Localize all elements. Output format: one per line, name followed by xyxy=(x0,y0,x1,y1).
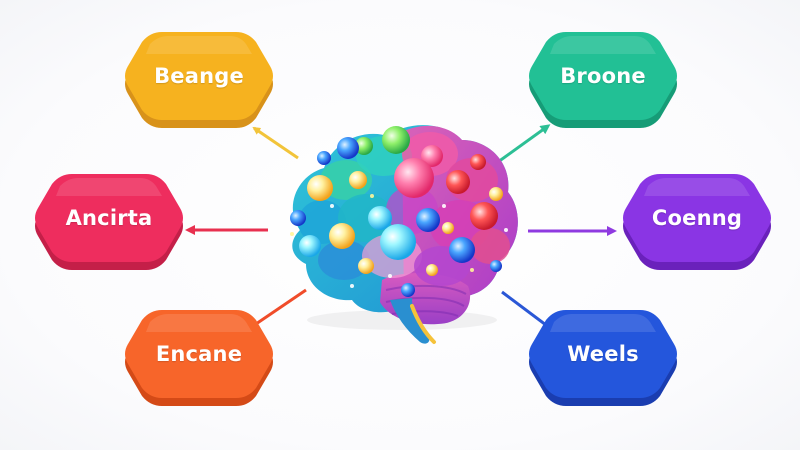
node-bottom-right-label: Weels xyxy=(567,342,639,366)
node-top-left-label: Beange xyxy=(154,64,244,88)
node-tile-gloss xyxy=(644,178,750,196)
node-tile-gloss xyxy=(146,314,252,332)
brain-icon xyxy=(290,125,518,344)
node-middle-left-label: Ancirta xyxy=(65,206,153,230)
node-bottom-left: Encane xyxy=(124,310,274,406)
node-tile-gloss xyxy=(550,36,656,54)
node-middle-right-label: Coenng xyxy=(651,206,743,230)
node-tile-face xyxy=(125,32,273,120)
node-tile-gloss xyxy=(56,178,162,196)
node-tile-gloss xyxy=(146,36,252,54)
node-top-right-label: Broone xyxy=(560,64,646,88)
node-top-right: Broone xyxy=(528,32,678,128)
node-middle-right: Coenng xyxy=(622,174,772,270)
node-tile-face xyxy=(125,310,273,398)
node-tile-face xyxy=(35,174,183,262)
node-tile-face xyxy=(529,32,677,120)
node-tile-gloss xyxy=(550,314,656,332)
node-top-left: Beange xyxy=(124,32,274,128)
node-bottom-right: Weels xyxy=(528,310,678,406)
node-bottom-left-label: Encane xyxy=(155,342,243,366)
node-tile-face xyxy=(623,174,771,262)
node-tile-face xyxy=(529,310,677,398)
node-middle-left: Ancirta xyxy=(34,174,184,270)
